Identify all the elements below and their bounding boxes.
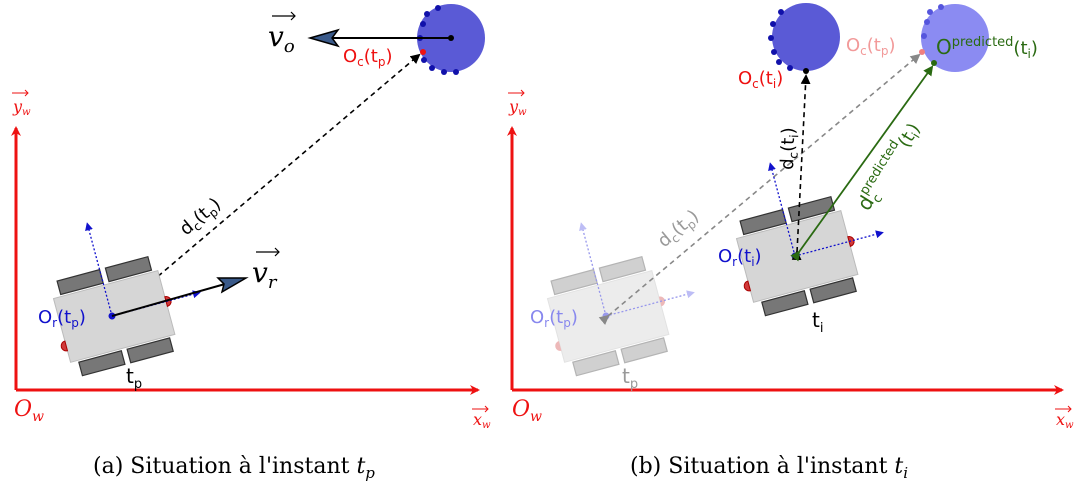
obstacle-predicted-label: Opredicted(ti) <box>936 35 1038 61</box>
robot-past-rear-sensor <box>555 341 562 351</box>
obstacle-current-point <box>803 68 809 74</box>
svg-text:vr: vr <box>252 256 278 293</box>
robot-past-wheel <box>572 350 620 377</box>
obstacle-predicted-point <box>931 60 937 66</box>
caption-a: (a) Situation à l'instant tp <box>93 454 375 482</box>
robot-velocity-arrowhead <box>216 277 249 294</box>
obstacle-predicted-circle <box>921 4 989 72</box>
world-x-axis-label: xw <box>472 405 491 431</box>
robot-current-rear-sensor <box>743 280 752 292</box>
robot-time-label: tp <box>126 364 142 392</box>
robot-past-point-label: Or(tp) <box>530 307 578 330</box>
robot-velocity-line <box>111 283 226 317</box>
world-origin-label: Ow <box>512 397 542 425</box>
obstacle-edge-dots <box>417 5 459 75</box>
panel-a: yw xw Ow vo Oc(tp) dc(tp) <box>11 4 491 482</box>
distance-past-label: dc(tp) <box>654 206 705 254</box>
robot-wheel <box>104 255 153 283</box>
svg-text:yw: yw <box>508 97 527 118</box>
robot-current <box>735 162 884 317</box>
obstacle-past-label: Oc(tp) <box>846 35 896 58</box>
svg-text:xw: xw <box>1056 410 1074 431</box>
robot-wheel <box>78 350 126 377</box>
obstacle-current-label: Oc(ti) <box>738 68 783 91</box>
robot-current-time-label: ti <box>812 308 823 336</box>
robot-velocity-label: vr <box>252 247 280 293</box>
robot-current-point-label: Or(ti) <box>718 246 762 269</box>
distance-predicted-line <box>790 65 934 262</box>
world-origin-label: Ow <box>14 397 44 425</box>
panel-b: yw xw Ow Oc(ti) Oc(tp) Opredicted(ti) <box>507 3 1074 482</box>
obstacle-velocity-label: vo <box>268 11 296 57</box>
distance-predicted-label: dcpredicted(ti) <box>850 117 928 217</box>
world-x-axis-label: xw <box>1055 405 1074 431</box>
distance-line <box>100 53 421 326</box>
robot-past-time-label: tp <box>622 364 638 392</box>
robot-past-wheel <box>620 337 668 364</box>
world-y-axis-label: yw <box>12 89 31 118</box>
robot-point-label: Or(tp) <box>38 307 86 330</box>
distance-current-label: dc(ti) <box>777 127 801 170</box>
robot-rear-sensor <box>60 340 69 352</box>
obstacle-closest-point <box>420 49 426 55</box>
obstacle-velocity-arrowhead <box>307 28 340 48</box>
obstacle-point-label: Oc(tp) <box>343 46 393 69</box>
robot-wheel <box>126 337 174 364</box>
robot-current-wheel <box>761 290 809 317</box>
svg-text:yw: yw <box>12 97 31 118</box>
caption-b: (b) Situation à l'instant ti <box>630 454 908 482</box>
svg-text:vo: vo <box>268 20 295 57</box>
distance-label: dc(tp) <box>176 194 227 242</box>
robot-current-wheel <box>809 277 857 304</box>
svg-text:xw: xw <box>473 410 491 431</box>
obstacle-predicted-edge-dots <box>921 4 944 39</box>
world-y-axis-label: yw <box>508 89 527 118</box>
distance-past-line <box>598 53 921 325</box>
obstacle-past-point <box>919 49 925 55</box>
